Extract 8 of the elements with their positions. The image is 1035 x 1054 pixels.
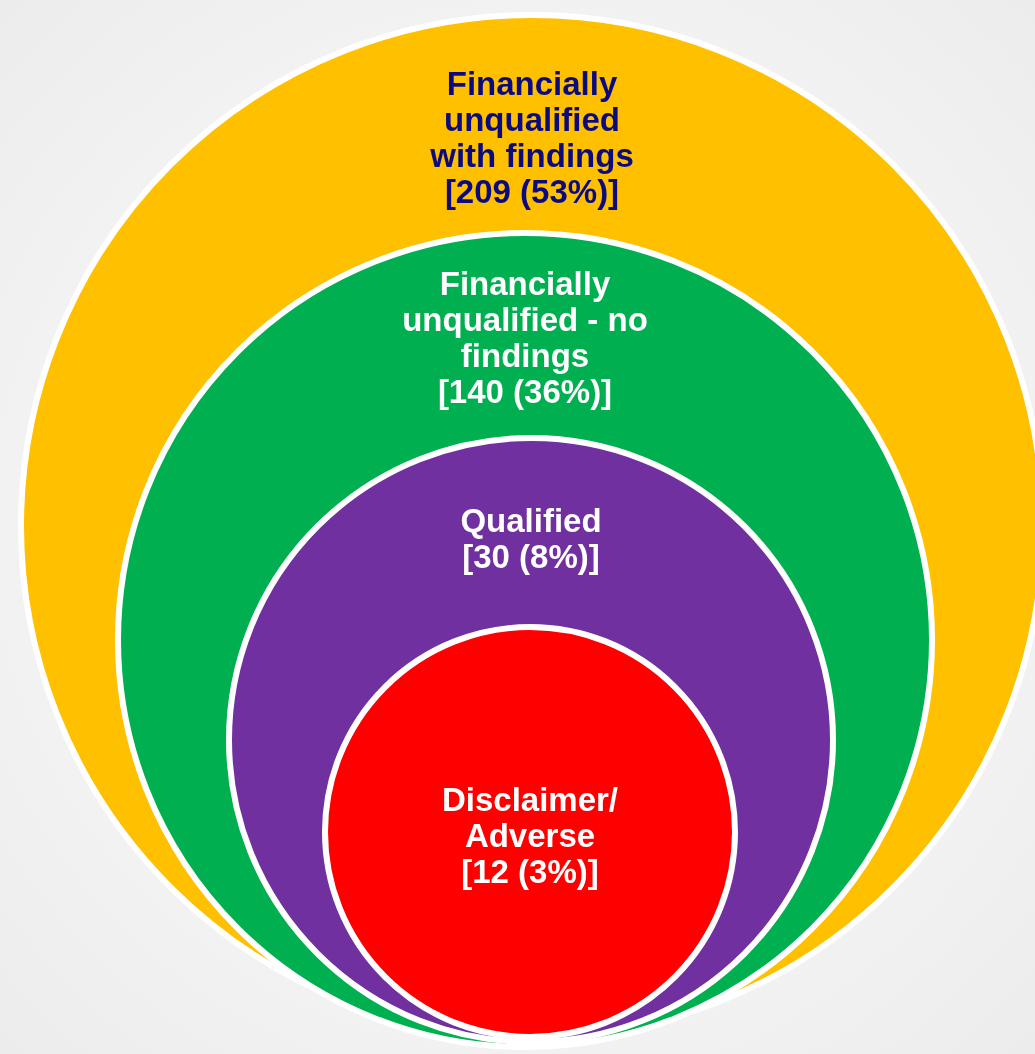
count-label: [209 (53%)] [444,174,620,210]
count-label: [30 (8%)] [462,539,600,575]
category-label: Financially unqualified - no findings [401,266,649,374]
count-label: [12 (3%)] [461,854,599,890]
category-label: Disclaimer/ Adverse [440,782,620,854]
count-label: [140 (36%)] [437,374,613,410]
category-label: Qualified [460,503,602,539]
category-label: Financially unqualified with findings [429,66,635,174]
